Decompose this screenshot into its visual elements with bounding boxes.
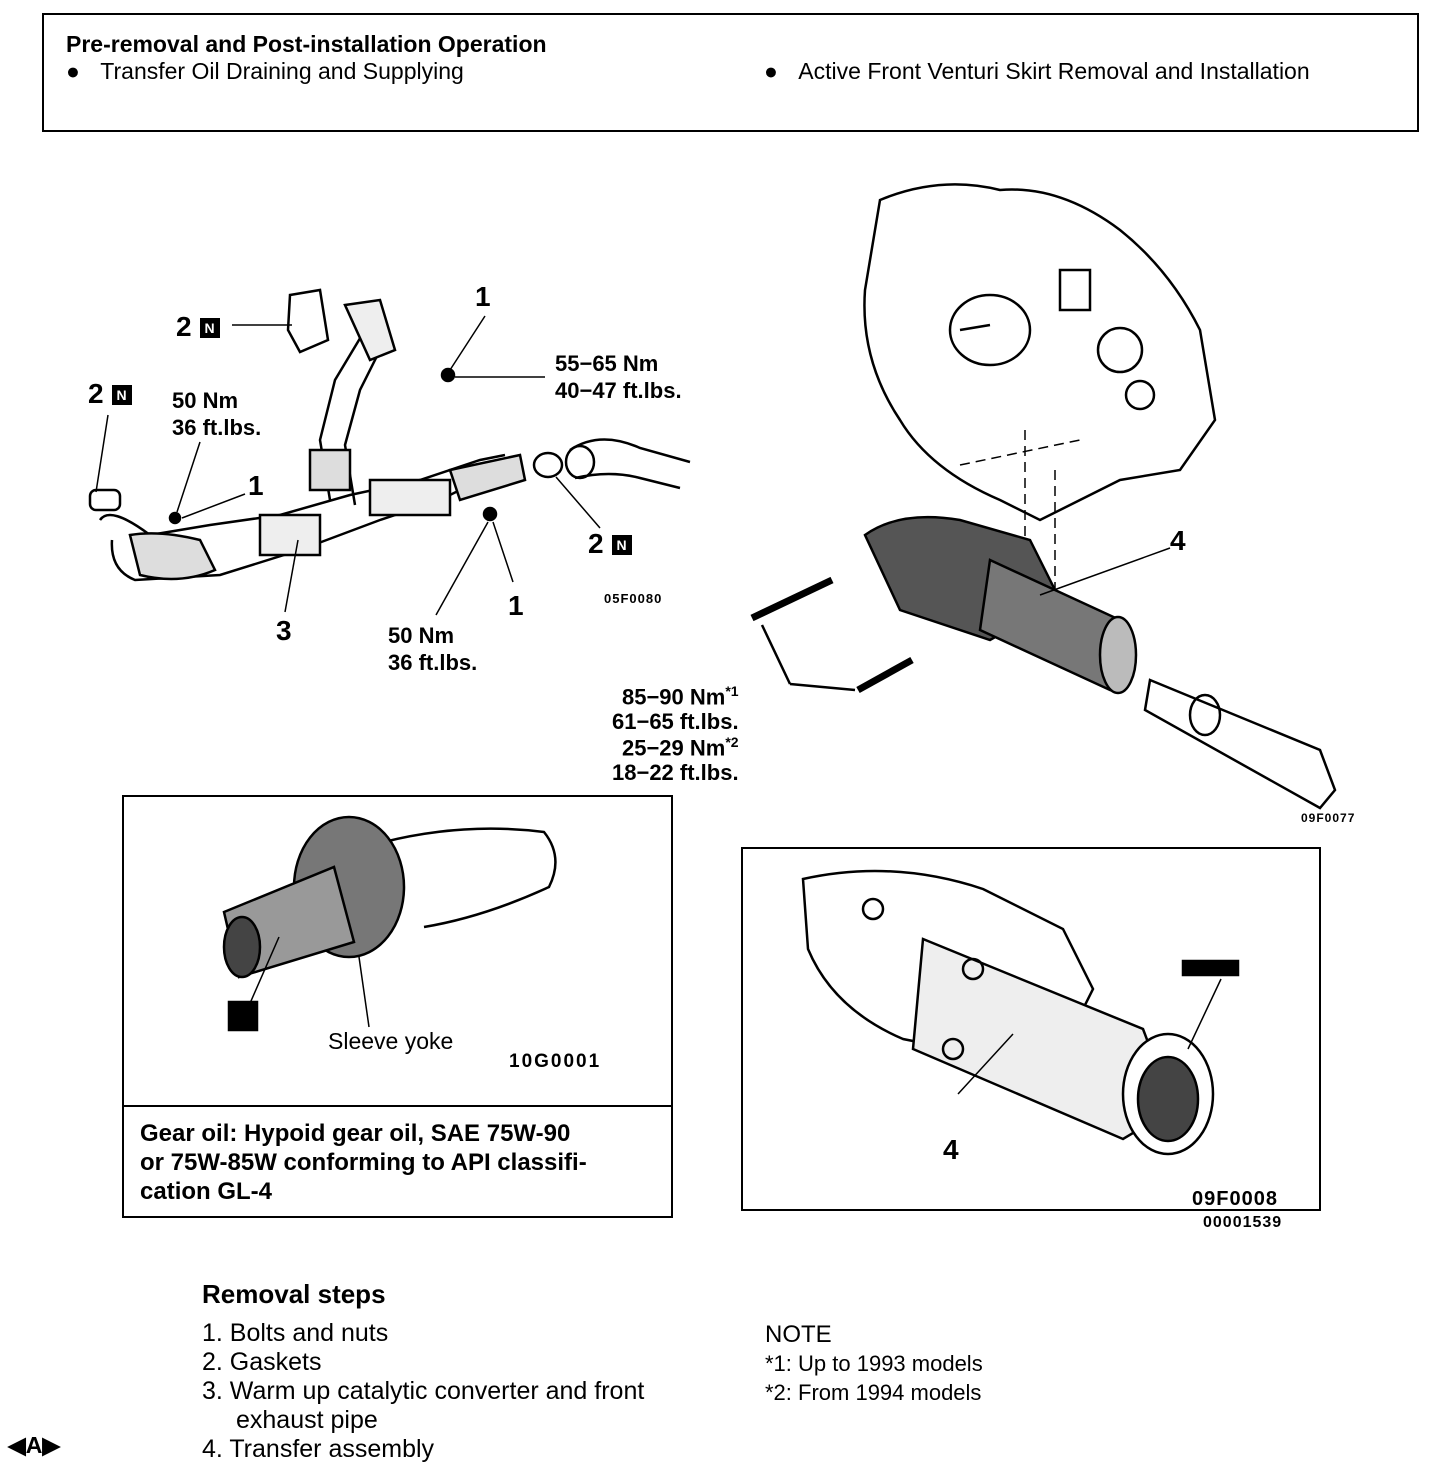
- header-title: Pre-removal and Post-installation Operat…: [66, 31, 547, 57]
- arrow-left-icon: ◀: [8, 1432, 26, 1458]
- callout-4: 4: [1170, 525, 1186, 556]
- callout-4-inset: 4: [943, 1134, 959, 1165]
- removal-step-2: 2. Gaskets: [202, 1348, 322, 1376]
- footnote-2: *2: [725, 733, 739, 750]
- figure-code: 10G0001: [509, 1051, 602, 1072]
- footnote-1: *1: [725, 683, 739, 699]
- callout-number: 2: [176, 311, 192, 342]
- torque-line-1: 85−90 Nm*1: [621, 683, 739, 710]
- callout-number: 2: [88, 378, 104, 409]
- gear-oil-caption: Gear oil: Hypoid gear oil, SAE 75W-90 or…: [140, 1119, 587, 1206]
- removal-step-3: 3. Warm up catalytic converter and front: [202, 1377, 645, 1405]
- torque-line-3: 25−29 Nm*2: [621, 733, 739, 760]
- caption-line: cation GL-4: [140, 1178, 273, 1205]
- bullet-2-text: Active Front Venturi Skirt Removal and I…: [798, 58, 1310, 84]
- torque-line: 50 Nm: [388, 623, 455, 648]
- removal-steps-heading: Removal steps: [202, 1279, 386, 1309]
- note-heading: NOTE: [765, 1321, 832, 1348]
- note-block: NOTE *1: Up to 1993 models *2: From 1994…: [765, 1320, 983, 1407]
- torque-line: 55−65 Nm: [555, 351, 659, 376]
- torque-50-bottom: 50 Nm 36 ft.lbs.: [388, 623, 477, 677]
- figure-code: 09F0077: [1301, 811, 1356, 825]
- callout-1-top: 1: [475, 281, 491, 312]
- header-bullet-1: ● Transfer Oil Draining and Supplying: [66, 60, 464, 83]
- doc-code: 00001539: [1203, 1214, 1283, 1231]
- header-bullet-2: ● Active Front Venturi Skirt Removal and…: [764, 60, 1310, 83]
- torque-85-90: 85−90 Nm*1 61−65 ft.lbs. 25−29 Nm*2 18−2…: [612, 683, 739, 785]
- removal-step-4: 4. Transfer assembly: [202, 1435, 435, 1463]
- new-part-icon: N: [611, 535, 632, 555]
- inset-divider: [124, 1105, 671, 1107]
- callout-1-left: 1: [248, 470, 264, 501]
- reference-marker: ◀A▶: [8, 1434, 60, 1457]
- transfer-inset: 4 09F0008: [741, 847, 1321, 1211]
- torque-50-left: 50 Nm 36 ft.lbs.: [172, 388, 261, 442]
- sleeve-yoke-drawing: [222, 815, 557, 1032]
- new-part-icon: N: [199, 318, 220, 338]
- removal-steps-list: 1. Bolts and nuts 2. Gaskets 3. Warm up …: [202, 1319, 644, 1464]
- marker-letter: A: [25, 1432, 43, 1458]
- callout-3: 3: [276, 615, 292, 646]
- bullet-icon: ●: [66, 58, 80, 84]
- callout-1-bottom: 1: [508, 590, 524, 621]
- note-item-1: *1: Up to 1993 models: [765, 1351, 983, 1376]
- torque-line-4: 18−22 ft.lbs.: [612, 759, 739, 785]
- torque-line: 36 ft.lbs.: [388, 649, 478, 675]
- exhaust-pipe-drawing: [88, 288, 691, 616]
- transfer-oil-drawing: [801, 869, 1240, 1156]
- bullet-icon: ●: [764, 58, 778, 84]
- caption-line: or 75W-85W conforming to API classifi-: [140, 1149, 587, 1176]
- arrow-right-icon: ▶: [42, 1432, 61, 1458]
- figure-code: 09F0008: [1192, 1188, 1278, 1210]
- removal-step-1: 1. Bolts and nuts: [202, 1319, 389, 1347]
- caption-line: Gear oil: Hypoid gear oil, SAE 75W-90: [140, 1120, 571, 1147]
- torque-line: 36 ft.lbs.: [172, 414, 262, 440]
- torque-line-2: 61−65 ft.lbs.: [612, 708, 739, 734]
- new-part-icon: N: [111, 385, 132, 405]
- callout-number: 2: [588, 528, 604, 559]
- bullet-1-text: Transfer Oil Draining and Supplying: [100, 58, 464, 84]
- sleeve-yoke-label: Sleeve yoke: [328, 1028, 454, 1054]
- torque-line: 40−47 ft.lbs.: [555, 377, 682, 403]
- torque-55-65: 55−65 Nm 40−47 ft.lbs.: [555, 351, 682, 405]
- sleeve-yoke-inset: Sleeve yoke 10G0001 Gear oil: Hypoid gea…: [122, 795, 673, 1218]
- removal-step-3-cont: exhaust pipe: [236, 1406, 378, 1434]
- figure-code: 05F0080: [604, 591, 663, 606]
- header-box: Pre-removal and Post-installation Operat…: [42, 13, 1419, 132]
- transmission-drawing: [750, 183, 1337, 810]
- note-item-2: *2: From 1994 models: [765, 1380, 982, 1405]
- torque-line: 50 Nm: [172, 388, 239, 413]
